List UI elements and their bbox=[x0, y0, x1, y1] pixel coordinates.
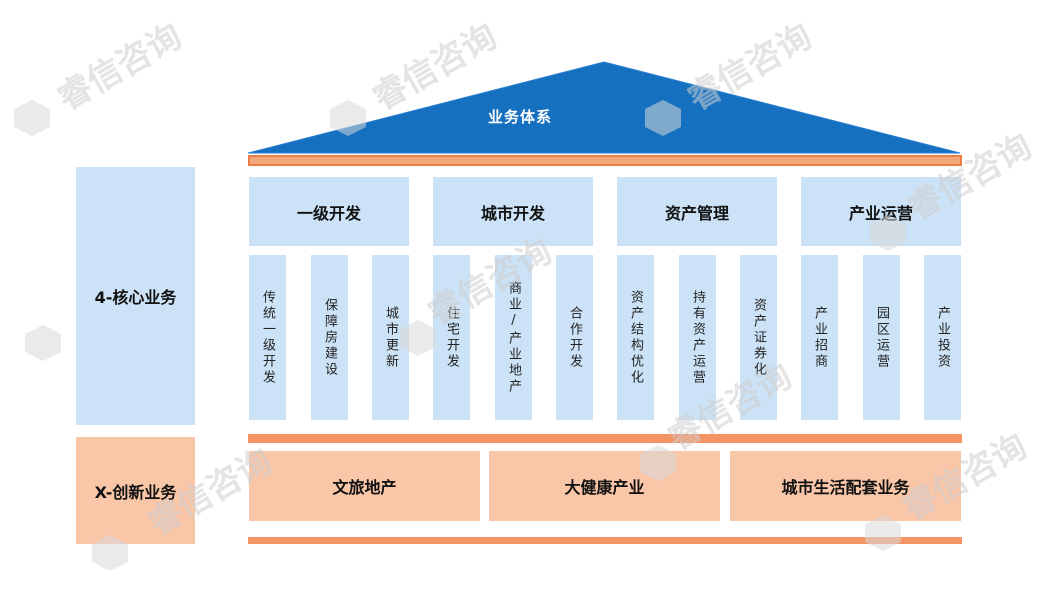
pillar-column: 城市更新 bbox=[372, 255, 409, 420]
pillar-column-label: 园区运营 bbox=[874, 305, 889, 370]
pillar-header: 产业运营 bbox=[801, 177, 961, 246]
pillar-column-label: 商业/产业地产 bbox=[506, 280, 521, 395]
pillar-column: 资产证券化 bbox=[740, 255, 777, 420]
pillar-column-label: 持有资产运营 bbox=[690, 289, 705, 386]
roof-triangle bbox=[247, 61, 961, 154]
pillar-column-label: 合作开发 bbox=[567, 305, 582, 370]
pillar-column: 住宅开发 bbox=[433, 255, 470, 420]
pillar-column: 持有资产运营 bbox=[679, 255, 716, 420]
pillar-header: 城市开发 bbox=[433, 177, 593, 246]
watermark-logo-icon bbox=[25, 325, 61, 361]
foundation-bar-top bbox=[248, 434, 962, 443]
pillar-column: 资产结构优化 bbox=[617, 255, 654, 420]
pillar-column: 保障房建设 bbox=[311, 255, 348, 420]
pillar-column: 园区运营 bbox=[863, 255, 900, 420]
core-business-label: 4-核心业务 bbox=[76, 167, 195, 425]
pillar-column-label: 资产证券化 bbox=[751, 297, 766, 378]
innovation-box: 大健康产业 bbox=[489, 451, 720, 521]
pillar-column: 传统一级开发 bbox=[249, 255, 286, 420]
pillar-column: 产业招商 bbox=[801, 255, 838, 420]
pillar-column-label: 城市更新 bbox=[383, 305, 398, 370]
pillar-column: 商业/产业地产 bbox=[495, 255, 532, 420]
innovation-box: 城市生活配套业务 bbox=[730, 451, 961, 521]
pillar-header: 一级开发 bbox=[249, 177, 409, 246]
pillar-column-label: 产业投资 bbox=[935, 305, 950, 370]
foundation-bar-bottom bbox=[248, 537, 962, 544]
pillar-column-label: 资产结构优化 bbox=[628, 289, 643, 386]
pillar-column-label: 保障房建设 bbox=[322, 297, 337, 378]
roof bbox=[247, 61, 961, 154]
roof-title: 业务体系 bbox=[487, 108, 552, 126]
pillar-column: 合作开发 bbox=[556, 255, 593, 420]
pillar-header: 资产管理 bbox=[617, 177, 777, 246]
pillar-column: 产业投资 bbox=[924, 255, 961, 420]
innovation-business-label: X-创新业务 bbox=[76, 437, 195, 544]
pillar-column-label: 产业招商 bbox=[812, 305, 827, 370]
roof-beam bbox=[248, 155, 962, 166]
pillar-column-label: 传统一级开发 bbox=[260, 289, 275, 386]
pillar-column-label: 住宅开发 bbox=[444, 305, 459, 370]
innovation-box: 文旅地产 bbox=[249, 451, 480, 521]
